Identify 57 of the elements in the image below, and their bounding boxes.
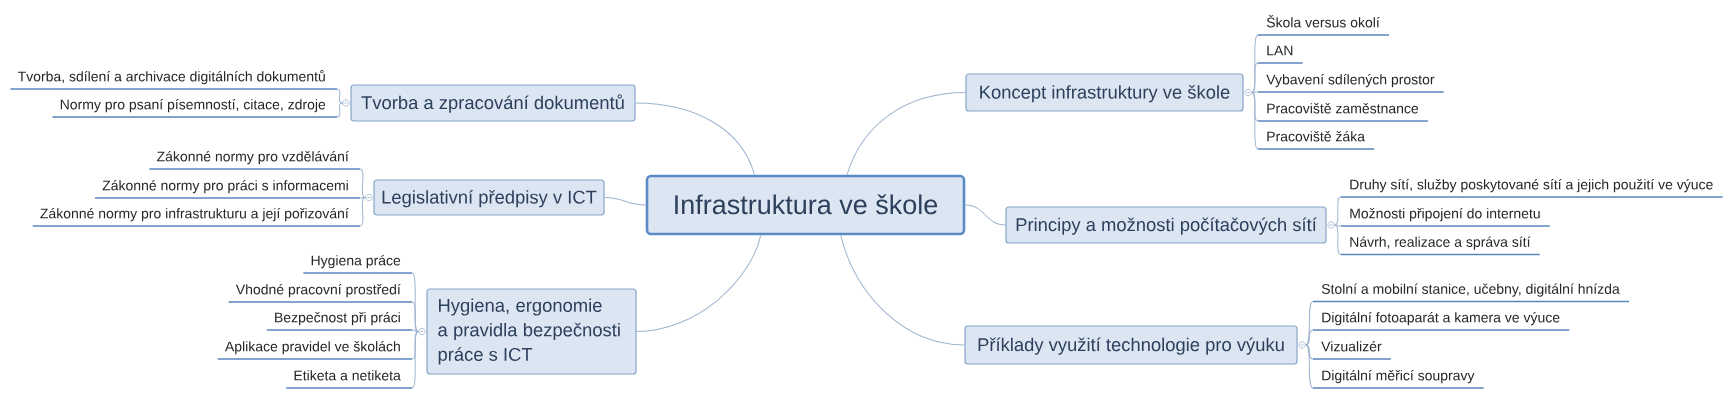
connector-line	[1334, 196, 1342, 226]
topic-box: Principy a možnosti počítačových sítí	[1005, 206, 1327, 244]
subtopic-label: Zákonné normy pro infrastrukturu a její pořizování	[31, 208, 361, 227]
connector-line	[411, 272, 419, 332]
subtopic-label: Pracoviště žáka	[1257, 131, 1376, 150]
connector-line	[411, 329, 419, 332]
connector-line	[411, 301, 419, 332]
topic-box: Hygiena, ergonomie a pravidla bezpečnosti práce s ICT	[426, 288, 637, 375]
connector-line	[411, 331, 419, 360]
connector-line	[964, 204, 1006, 226]
connector-line	[359, 168, 366, 198]
subtopic-label: Aplikace pravidel ve školách	[216, 341, 413, 360]
connector-line	[336, 102, 343, 118]
subtopic-label: Zákonné normy pro vzdělávání	[148, 151, 361, 170]
topic-box: Koncept infrastruktury ve škole	[965, 73, 1244, 112]
subtopic-label: Vhodné pracovní prostředí	[227, 284, 413, 303]
connector-line	[411, 331, 419, 389]
topic-box: Příklady využití technologie pro výuku	[964, 325, 1298, 365]
subtopic-label: Zákonné normy pro práci s informacemi	[94, 180, 361, 199]
subtopic-label: Vizualizér	[1312, 341, 1392, 360]
topic-box: Tvorba a zpracování dokumentů	[350, 84, 636, 122]
connector-line	[636, 234, 762, 332]
connector-line	[359, 197, 366, 227]
connector-line	[1305, 329, 1314, 346]
connector-line	[1251, 34, 1259, 93]
subtopic-label: Stolní a mobilní stanice, učebny, digitální hnízda	[1312, 283, 1630, 303]
connector-line	[1305, 344, 1314, 389]
connector-line	[1251, 92, 1259, 150]
subtopic-label: Bezpečnost při práci	[265, 312, 413, 331]
subtopic-label: Etiketa a netiketa	[285, 370, 413, 389]
connector-line	[840, 234, 965, 346]
connector-line	[336, 88, 343, 104]
subtopic-label: Vybavení sdílených prostor	[1257, 74, 1445, 93]
subtopic-label: Návrh, realizace a správa sítí	[1340, 236, 1541, 256]
connector-line	[604, 197, 647, 206]
subtopic-label: Možnosti připojení do internetu	[1340, 208, 1551, 227]
subtopic-label: Tvorba, sdílení a archivace digitálních dokumentů	[9, 70, 338, 90]
connector-line	[1251, 91, 1259, 93]
subtopic-label: Druhy sítí, služby poskytované sítí a jejich použití ve výuce	[1340, 179, 1724, 198]
connector-line	[1334, 224, 1342, 255]
subtopic-label: Hygiena práce	[302, 255, 413, 274]
connector-line	[1305, 301, 1314, 346]
connector-line	[1334, 224, 1342, 227]
subtopic-label: Škola versus okolí	[1257, 15, 1390, 36]
subtopic-label: Digitální měřicí soupravy	[1312, 370, 1485, 389]
connector-line	[635, 102, 755, 176]
connector-line	[1251, 62, 1259, 93]
central-topic-box: Infrastruktura ve škole	[645, 174, 966, 236]
subtopic-label: Digitální fotoaparát a kamera ve výuce	[1312, 312, 1571, 331]
connector-line	[1305, 344, 1314, 360]
topic-box: Legislativní předpisy v ICT	[373, 179, 605, 216]
subtopic-label: Normy pro psaní písemností, citace, zdroje	[51, 99, 338, 118]
subtopic-label: LAN	[1257, 45, 1304, 64]
connector-line	[1251, 92, 1259, 122]
connector-line	[359, 197, 366, 199]
connector-line	[846, 92, 966, 176]
subtopic-label: Pracoviště zaměstnance	[1257, 103, 1429, 122]
